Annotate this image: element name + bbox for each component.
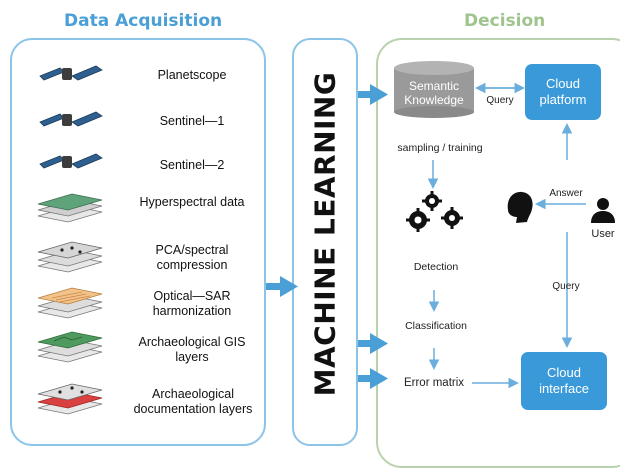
optical-sar-layers-icon: [37, 287, 103, 319]
documentation-layers-icon: [37, 383, 103, 415]
satellite-icon: [39, 153, 103, 169]
source-label-documentation: Archaeological documentation layers: [133, 387, 253, 416]
cloud-platform-box: Cloud platform: [525, 64, 601, 120]
diagram-graphics: [37, 61, 615, 415]
data-acquisition-panel: [10, 38, 266, 446]
pca-layers-icon: [37, 241, 103, 273]
source-label-hyperspectral: Hyperspectral data: [139, 195, 245, 209]
arrow-ml-to-error-matrix-2: [358, 368, 388, 389]
database-icon: [394, 61, 474, 118]
cloud-interface-box: Cloud interface: [521, 352, 607, 410]
answer-label: Answer: [549, 188, 583, 199]
source-label-gis: Archaeological GIS layers: [138, 335, 246, 364]
gears-icon: [406, 191, 463, 232]
decision-title: Decision: [464, 11, 546, 31]
user-icon: [591, 198, 615, 223]
detection-label: Detection: [413, 261, 459, 273]
semantic-knowledge-label: Semantic Knowledge: [404, 79, 464, 107]
machine-learning-panel: [292, 38, 358, 446]
error-matrix-label: Error matrix: [403, 377, 465, 389]
arrow-ml-to-error-matrix-1: [358, 333, 388, 354]
source-label-pca: PCA/spectral compression: [155, 243, 229, 272]
satellite-icon: [39, 65, 103, 81]
head-icon: [507, 191, 533, 223]
source-label-sentinel-1: Sentinel—1: [159, 114, 225, 128]
sampling-training-label: sampling / training: [397, 142, 483, 154]
query-label-side: Query: [552, 281, 580, 292]
arrow-ml-to-knowledge: [358, 84, 388, 105]
source-label-sentinel-2: Sentinel—2: [159, 158, 225, 172]
cloud-platform-label: Cloud platform: [539, 76, 587, 107]
satellite-icon: [39, 111, 103, 127]
classification-label: Classification: [405, 320, 467, 332]
arrow-acquisition-to-ml: [266, 276, 298, 297]
source-label-planetscope: Planetscope: [157, 68, 227, 82]
user-label: User: [591, 228, 615, 240]
source-label-optical-sar: Optical—SAR harmonization: [152, 289, 232, 318]
cloud-interface-label: Cloud interface: [539, 365, 589, 396]
gis-layers-icon: [37, 331, 103, 363]
hyperspectral-layers-icon: [37, 193, 103, 223]
data-acquisition-title: Data Acquisition: [64, 11, 223, 31]
query-label-top: Query: [486, 95, 514, 106]
